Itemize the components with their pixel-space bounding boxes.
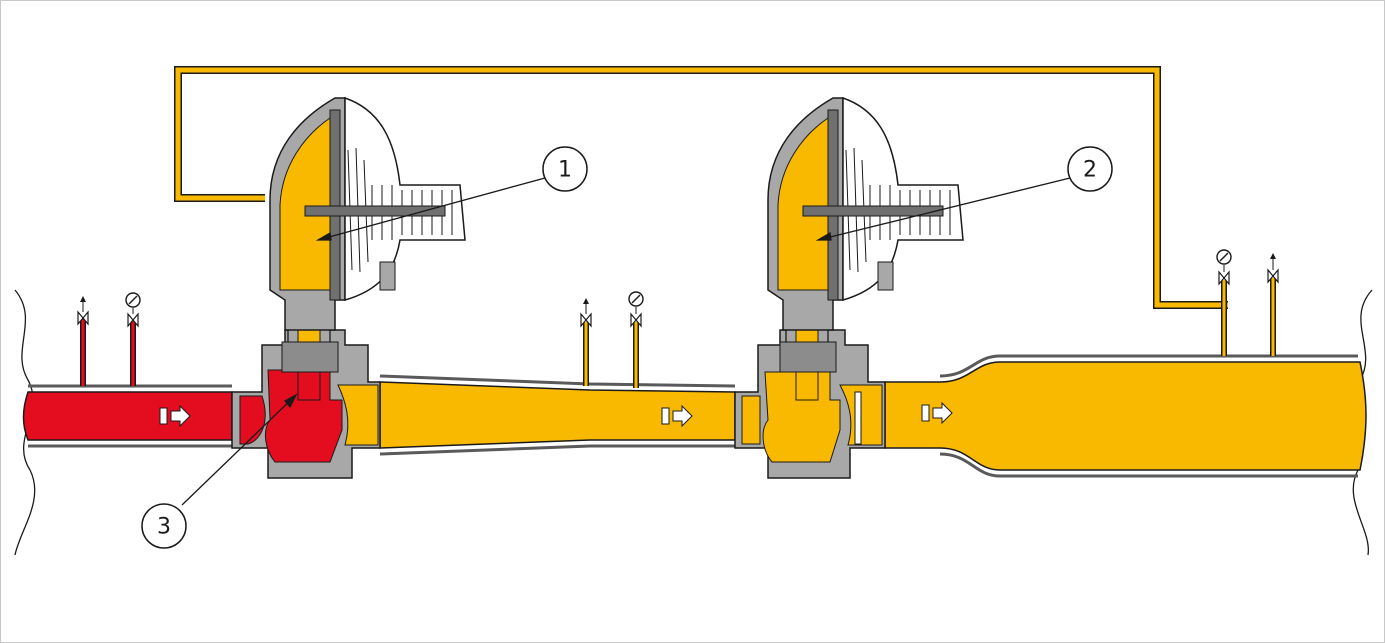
outlet-pipe bbox=[884, 354, 1367, 478]
pressure-gauge-inlet bbox=[125, 292, 141, 386]
vent-valve-mid bbox=[580, 298, 592, 386]
inlet-pipe bbox=[22, 384, 233, 448]
pressure-gauge-outlet bbox=[1216, 249, 1232, 356]
regulator-1 bbox=[231, 96, 466, 479]
callout-3: 3 bbox=[141, 503, 187, 549]
regulator-2 bbox=[734, 96, 964, 479]
callout-2-label: 2 bbox=[1083, 158, 1097, 183]
callout-1: 1 bbox=[542, 146, 588, 192]
callout-3-label: 3 bbox=[157, 515, 171, 540]
sensing-line bbox=[174, 66, 1228, 309]
vent-valve-inlet bbox=[77, 296, 89, 386]
callout-1-label: 1 bbox=[558, 158, 572, 183]
callout-leaders bbox=[181, 177, 1071, 506]
callout-2: 2 bbox=[1067, 146, 1113, 192]
vent-valve-outlet bbox=[1267, 253, 1279, 356]
pressure-gauge-mid bbox=[628, 291, 644, 388]
